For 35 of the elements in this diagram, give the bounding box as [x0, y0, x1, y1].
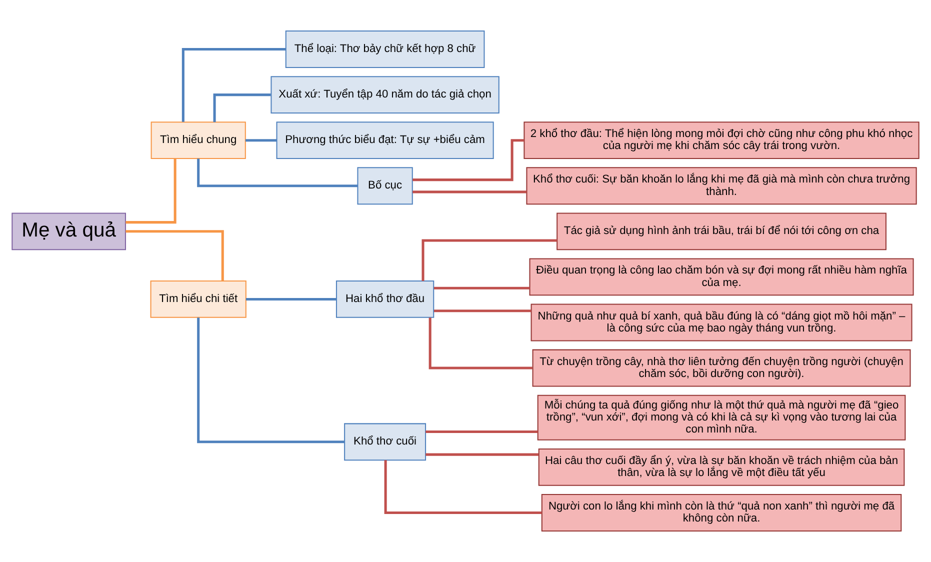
connector [126, 158, 176, 224]
node-box: Điều quan trọng là công lao chăm bón và sự đợi mong rất nhiều hàm nghĩa của mẹ. [529, 258, 914, 296]
connector [126, 230, 224, 281]
node-box: Từ chuyện trồng cây, nhà thơ liên tưởng đến chuyện trồng người (chuyện chăm sóc, bồi dưỡng con người). [532, 349, 911, 387]
connector [213, 94, 271, 122]
node-box: Những quả như quả bí xanh, quả bầu đúng là có “dáng giọt mồ hôi mặn” – là công sức của mẹ bao ngày tháng vun trồng. [530, 304, 912, 342]
connector [428, 318, 532, 370]
connector [197, 318, 345, 444]
node-box: Mỗi chúng ta quả đúng giống như là một thứ quả mà người mẹ đã “gieo trồng”, “vun xới”, đợi mong và có khi là cả sự kì vọng vào tương lai của con mình nữa. [537, 394, 906, 440]
connector [245, 139, 277, 142]
node-box: 2 khổ thơ đầu: Thể hiện lòng mong mỏi đợi chờ cũng như công phu khó nhọc của người mẹ khi chăm sóc cây trái trong vườn. [524, 122, 920, 160]
connector [422, 239, 557, 281]
node-box: Tìm hiểu chi tiết [150, 280, 246, 318]
node-box: Khổ thơ cuối: Sự băn khoăn lo lắng khi mẹ đã già mà mình còn chưa trưởng thành. [526, 167, 917, 205]
node-box: Thể loại: Thơ bảy chữ kết hợp 8 chữ [285, 30, 485, 68]
connector [412, 190, 527, 194]
connector [246, 298, 336, 300]
connector [426, 453, 539, 456]
connector [412, 139, 524, 182]
connector [182, 48, 286, 122]
node-box: Hai khổ thơ đầu [336, 280, 434, 318]
node-box: Tìm hiểu chung [150, 122, 246, 160]
node-box: Mẹ và quả [12, 212, 126, 250]
connector [434, 286, 530, 290]
node-box: Phương thức biểu đạt: Tự sự +biểu cảm [276, 122, 494, 160]
connector [384, 460, 542, 514]
connector [434, 310, 532, 312]
node-box: Xuất xứ: Tuyển tập 40 năm do tác giả chọn [270, 76, 500, 114]
node-box: Bố cục [357, 167, 413, 205]
node-box: Tác giả sử dụng hình ảnh trái bầu, trái bí để nói tới công ơn cha [556, 212, 886, 250]
node-box: Hai câu thơ cuối đầy ẩn ý, vừa là sự băn khoăn về trách nhiệm của bản thân, vừa là sự lo lắng về một điều tất yếu [538, 448, 905, 486]
node-box: Khổ thơ cuối [344, 423, 426, 461]
node-box: Người con lo lắng khi mình còn là thứ “quả non xanh” thì người mẹ đã không còn nữa. [541, 494, 902, 532]
connector [197, 158, 358, 188]
connector [426, 430, 538, 434]
